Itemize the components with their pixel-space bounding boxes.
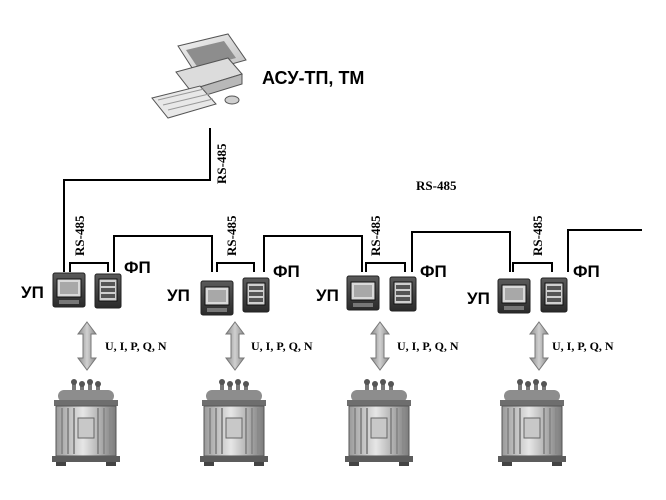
fp-device-icon: [540, 277, 568, 313]
unit-4-up-label: УП: [467, 289, 490, 308]
fp-device-icon: [242, 277, 270, 313]
double-arrow-icon: [77, 321, 97, 371]
up-device-icon: [497, 278, 531, 314]
unit-4-link: [512, 262, 553, 272]
system-title: АСУ-ТП, ТМ: [262, 68, 365, 88]
unit-4-meas-label: U, I, P, Q, N: [552, 339, 614, 353]
uplink-line: [63, 128, 211, 272]
unit-3-rs-label: RS-485: [368, 215, 383, 256]
unit-1-fp-label: ФП: [124, 258, 151, 277]
uplink-label: RS-485: [214, 143, 229, 184]
bus-4-out: [567, 229, 642, 272]
bus-3-4: [411, 231, 511, 272]
bus-label: RS-485: [416, 178, 457, 193]
unit-4-fp-label: ФП: [573, 262, 600, 281]
unit-2-devices: [200, 277, 270, 316]
bus-1-2: [113, 235, 213, 272]
network-lines: [63, 128, 642, 272]
up-device-icon: [52, 272, 86, 308]
unit-2-rs-label: RS-485: [224, 215, 239, 256]
unit-4-devices: [497, 277, 568, 314]
unit-3-devices: [346, 275, 417, 312]
transformer-icon: [199, 378, 269, 467]
double-arrow-icon: [370, 321, 390, 371]
double-arrow-icon: [529, 321, 549, 371]
transformer-icon: [344, 378, 414, 467]
unit-1-link: [69, 262, 109, 272]
unit-1-meas-label: U, I, P, Q, N: [105, 339, 167, 353]
unit-3-fp-label: ФП: [420, 262, 447, 281]
up-device-icon: [200, 280, 234, 316]
unit-2-meas-label: U, I, P, Q, N: [251, 339, 313, 353]
transformer-icon: [497, 378, 567, 467]
unit-4-rs-label: RS-485: [530, 215, 545, 256]
fp-device-icon: [389, 276, 417, 312]
unit-2-fp-label: ФП: [273, 262, 300, 281]
up-device-icon: [346, 275, 380, 311]
unit-1-up-label: УП: [21, 283, 44, 302]
unit-1-rs-label: RS-485: [72, 215, 87, 256]
unit-3-up-label: УП: [316, 286, 339, 305]
double-arrow-icon: [225, 321, 245, 371]
unit-1-devices: [52, 272, 122, 309]
unit-2-up-label: УП: [167, 286, 190, 305]
unit-3-link: [365, 262, 406, 272]
fp-device-icon: [94, 273, 122, 309]
unit-2-link: [216, 262, 255, 272]
bus-2-3: [263, 235, 363, 272]
computer-icon: [151, 33, 247, 119]
unit-3-meas-label: U, I, P, Q, N: [397, 339, 459, 353]
transformer-icon: [51, 378, 121, 467]
